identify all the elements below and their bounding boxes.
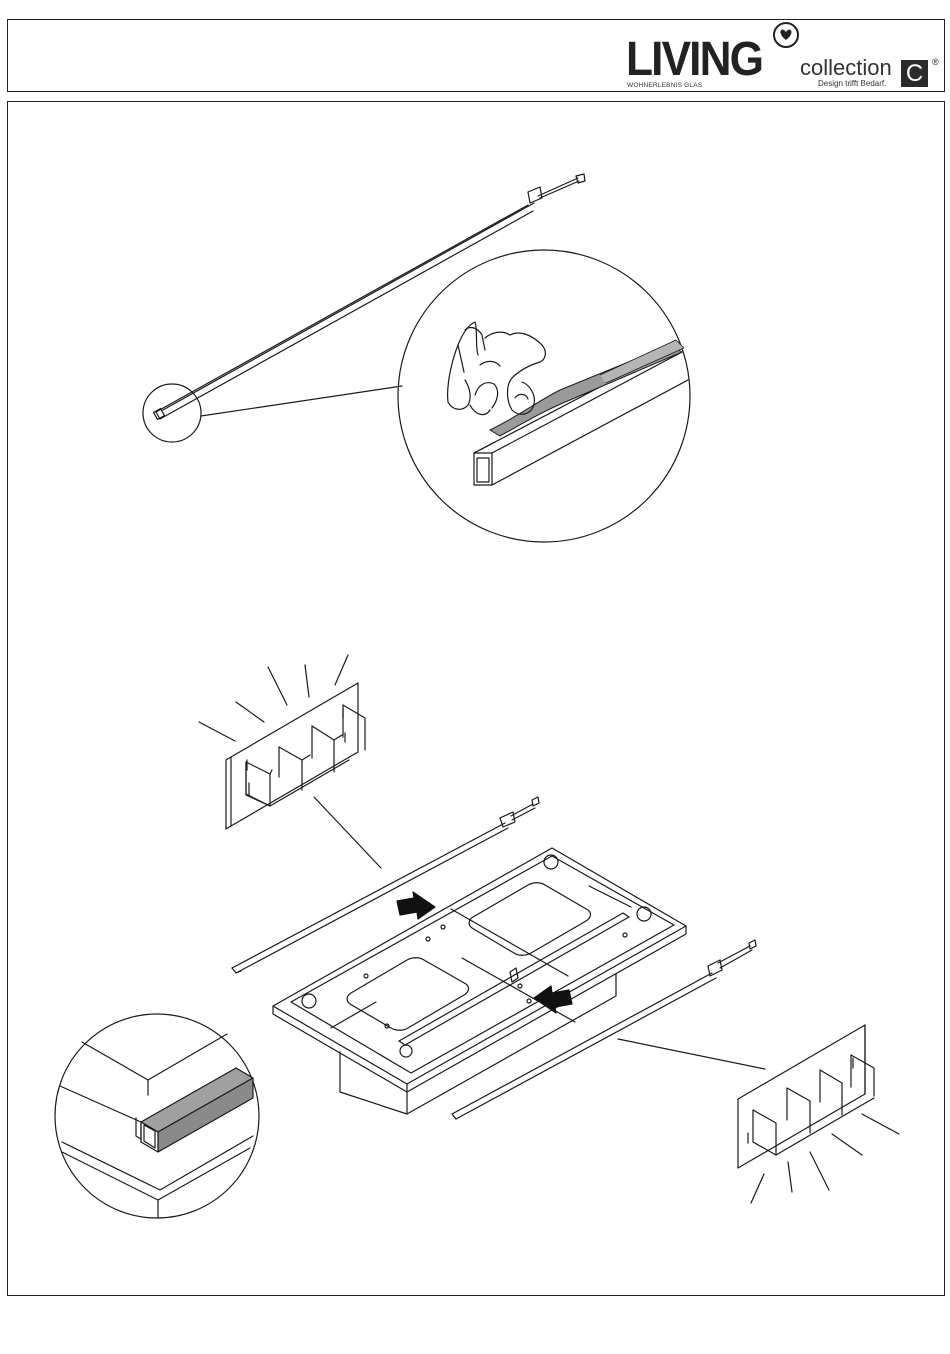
leader-line-lower — [618, 1039, 765, 1069]
led-profile-long — [154, 174, 585, 419]
profile-fit-detail — [55, 1014, 259, 1218]
leader-line-upper — [314, 797, 381, 868]
led-profile-left — [232, 797, 539, 973]
housing-base — [273, 848, 686, 1114]
led-profile-right — [452, 940, 756, 1119]
led-panel-upper-left — [199, 655, 365, 829]
detail-leader-line — [201, 386, 402, 416]
step-2-illustration — [55, 655, 899, 1218]
led-panel-lower-right — [738, 1025, 899, 1203]
seal-strip-detail — [398, 250, 690, 542]
detail-marker-circle — [143, 384, 201, 442]
step-1-illustration — [143, 174, 690, 542]
insert-arrow-upper — [397, 892, 435, 919]
